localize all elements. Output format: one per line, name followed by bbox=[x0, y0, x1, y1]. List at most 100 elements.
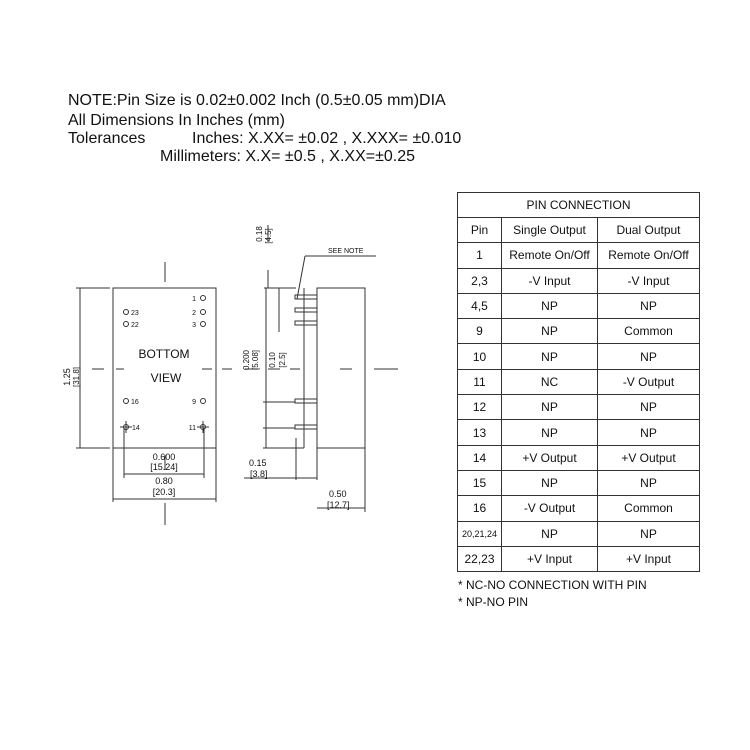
table-row: 2,3-V Input-V Input bbox=[457, 267, 700, 294]
bottom-label: BOTTOM bbox=[138, 347, 189, 361]
offset-dim-mm: [3.8] bbox=[250, 469, 268, 479]
single-output-cell: NP bbox=[501, 343, 598, 370]
width-dim-in: 0.80 bbox=[155, 476, 173, 486]
pitch-dim-side-in: 0.10 bbox=[268, 352, 277, 368]
tolerances-inches-value: Inches: X.XX= ±0.02 , X.XXX= ±0.010 bbox=[192, 130, 462, 147]
pin-cell: 14 bbox=[457, 444, 502, 471]
view-label: VIEW bbox=[151, 371, 182, 385]
pin-cell: 11 bbox=[457, 368, 502, 396]
single-output-cell: -V Input bbox=[501, 267, 598, 294]
pin-2-hole bbox=[200, 309, 206, 315]
pin-9-hole bbox=[200, 398, 206, 404]
pin-3-label: 3 bbox=[192, 322, 196, 329]
dual-output-cell: NP bbox=[597, 520, 700, 547]
height-dim-in: 1.25 bbox=[62, 368, 72, 386]
pin-23-label: 23 bbox=[131, 310, 139, 317]
side-pin-1 bbox=[294, 294, 318, 300]
table-row: 14+V Output+V Output bbox=[457, 444, 700, 471]
pin-cell: 4,5 bbox=[457, 292, 502, 320]
side-pin-4 bbox=[294, 398, 318, 404]
single-output-cell: NP bbox=[501, 520, 598, 547]
table-row: 22,23+V Input+V Input bbox=[457, 545, 700, 573]
span-dim-in: 0.200 bbox=[242, 349, 251, 370]
dual-output-cell: Common bbox=[597, 318, 700, 345]
dual-output-cell: NP bbox=[597, 419, 700, 446]
pin-2-label: 2 bbox=[192, 310, 196, 317]
side-view-body bbox=[316, 287, 366, 449]
single-output-cell: NP bbox=[501, 394, 598, 421]
pinlen-dim-in: 0.18 bbox=[255, 226, 264, 242]
pin-table-title: PIN CONNECTION bbox=[457, 192, 700, 218]
pitch-dim-mm: [15.24] bbox=[150, 462, 178, 472]
height-dim-mm: [31.8] bbox=[72, 367, 81, 387]
pin-3-hole bbox=[200, 321, 206, 327]
pin-cell: 9 bbox=[457, 318, 502, 345]
pinlen-dim-mm: [4.5] bbox=[264, 228, 273, 244]
pin-cell: 2,3 bbox=[457, 267, 502, 294]
pin-1-hole bbox=[200, 295, 206, 301]
tolerances-label: Tolerances bbox=[68, 130, 146, 147]
header-dual-output: Dual Output bbox=[597, 216, 700, 244]
pin-cell: 12 bbox=[457, 394, 502, 421]
dual-output-cell: -V Output bbox=[597, 368, 700, 396]
pin-cell: 15 bbox=[457, 469, 502, 497]
single-output-cell: Remote On/Off bbox=[501, 242, 598, 269]
dual-output-cell: Common bbox=[597, 495, 700, 522]
side-pin-3 bbox=[294, 320, 318, 326]
dual-output-cell: -V Input bbox=[597, 267, 700, 294]
width-dim-mm: [20.3] bbox=[153, 487, 176, 497]
footnote-nc: * NC-NO CONNECTION WITH PIN bbox=[458, 578, 647, 592]
dual-output-cell: +V Output bbox=[597, 444, 700, 471]
single-output-cell: NP bbox=[501, 292, 598, 320]
pin-cell: 20,21,24 bbox=[457, 520, 502, 547]
dual-output-cell: NP bbox=[597, 394, 700, 421]
bottom-view-outline bbox=[112, 287, 217, 449]
dual-output-cell: NP bbox=[597, 292, 700, 320]
offset-dim-in: 0.15 bbox=[249, 458, 267, 468]
pin-11-label: 11 bbox=[189, 425, 196, 432]
span-dim-mm: [5.08] bbox=[251, 350, 260, 370]
depth-dim-mm: [12.7] bbox=[327, 500, 350, 510]
footnote-np: * NP-NO PIN bbox=[458, 595, 529, 609]
pin-connection-table: PIN CONNECTION Pin Single Output Dual Ou… bbox=[457, 192, 700, 573]
see-note-label: SEE NOTE bbox=[328, 248, 364, 255]
pin-22-hole bbox=[123, 321, 129, 327]
side-pin-2 bbox=[294, 307, 318, 313]
note-tolerances-inches: Tolerances Inches: X.XX= ±0.02 , X.XXX= ±… bbox=[68, 130, 461, 148]
dual-output-cell: Remote On/Off bbox=[597, 242, 700, 269]
pin-23-hole bbox=[123, 309, 129, 315]
pin-16-label: 16 bbox=[131, 399, 139, 406]
pin-22-label: 22 bbox=[131, 322, 139, 329]
pitch-dim-side-mm: [2.5] bbox=[278, 352, 287, 368]
note-pin-size: NOTE:Pin Size is 0.02±0.002 Inch (0.5±0.… bbox=[68, 92, 446, 109]
pin-cell: 10 bbox=[457, 343, 502, 370]
depth-dim-in: 0.50 bbox=[329, 489, 347, 499]
side-pin-5 bbox=[294, 424, 318, 430]
single-output-cell: +V Output bbox=[501, 444, 598, 471]
single-output-cell: NP bbox=[501, 469, 598, 497]
pin-cell: 13 bbox=[457, 419, 502, 446]
dual-output-cell: NP bbox=[597, 343, 700, 370]
note-tolerances-mm: Millimeters: X.X= ±0.5 , X.XX=±0.25 bbox=[160, 148, 415, 165]
pin-9-label: 9 bbox=[192, 399, 196, 406]
pin-cell: 1 bbox=[457, 242, 502, 269]
header-pin: Pin bbox=[457, 216, 502, 244]
note-dimensions-units: All Dimensions In Inches (mm) bbox=[68, 112, 285, 129]
pin-cell: 22,23 bbox=[457, 545, 502, 573]
single-output-cell: NC bbox=[501, 368, 598, 396]
pin-1-label: 1 bbox=[192, 296, 196, 303]
dual-output-cell: NP bbox=[597, 469, 700, 497]
pitch-dim-in: 0.600 bbox=[153, 452, 176, 462]
single-output-cell: +V Input bbox=[501, 545, 598, 573]
